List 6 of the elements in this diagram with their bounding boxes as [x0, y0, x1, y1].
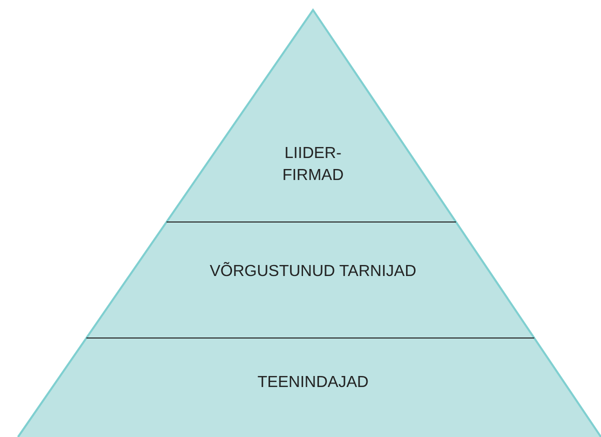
pyramid-tier	[86, 222, 534, 338]
tier-label: TEENINDAJAD	[256, 373, 370, 393]
tier-label: LIIDER- FIRMAD	[281, 144, 345, 186]
tier-label: VÕRGUSTUNUD TARNIJAD	[208, 261, 418, 282]
pyramid-apex	[166, 10, 456, 222]
pyramid-tier	[18, 338, 601, 437]
